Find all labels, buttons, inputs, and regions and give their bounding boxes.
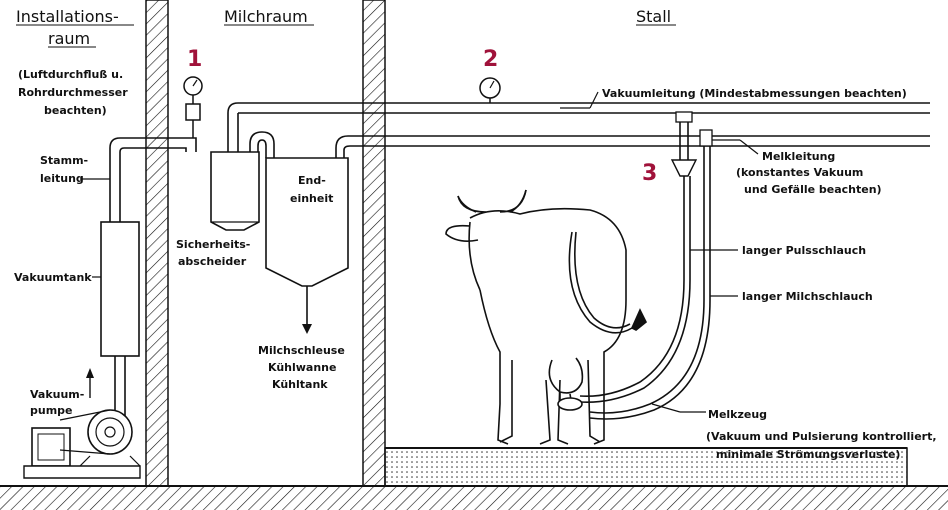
safety-separator	[210, 151, 260, 231]
label-melkzeug: Melkzeug (Vakuum und Pulsierung kontroll…	[706, 408, 937, 461]
vacuum-line-pipe	[227, 102, 930, 152]
vacuum-pump	[23, 368, 141, 479]
svg-text:(Vakuum und Pulsierung kontrol: (Vakuum und Pulsierung kontrolliert,	[706, 430, 937, 443]
vacuum-gauge-1	[183, 76, 203, 138]
svg-text:minimale Strömungsverluste): minimale Strömungsverluste)	[716, 448, 900, 461]
vacuum-drop	[670, 111, 698, 177]
wall-left	[145, 0, 169, 487]
long-pulse-hose	[579, 176, 685, 398]
svg-text:und Gefälle beachten): und Gefälle beachten)	[744, 183, 882, 196]
heading-installation: Installations- raum	[16, 7, 134, 48]
heading-stall: Stall	[636, 7, 676, 26]
svg-text:Installations-: Installations-	[16, 7, 119, 26]
svg-text:Sicherheits-: Sicherheits-	[176, 238, 250, 251]
label-milchschleuse: Milchschleuse Kühlwanne Kühltank	[258, 344, 345, 391]
svg-text:Milchschleuse: Milchschleuse	[258, 344, 345, 357]
label-stammleitung: Stamm- leitung	[40, 154, 88, 185]
vacuum-gauge-2	[479, 77, 501, 103]
svg-text:raum: raum	[48, 29, 90, 48]
label-luftdurchfluss: (Luftdurchfluß u. Rohrdurchmesser beacht…	[18, 68, 128, 117]
svg-text:(konstantes Vakuum: (konstantes Vakuum	[736, 166, 863, 179]
svg-text:(Luftdurchfluß u.: (Luftdurchfluß u.	[18, 68, 123, 81]
svg-text:beachten): beachten)	[44, 104, 107, 117]
milk-line-pipe	[335, 135, 930, 158]
label-vakuumtank: Vakuumtank	[14, 271, 92, 284]
label-vakuumleitung: Vakuumleitung (Mindestabmessungen beacht…	[602, 87, 907, 100]
svg-text:Melkzeug: Melkzeug	[708, 408, 767, 421]
svg-text:Kühltank: Kühltank	[272, 378, 328, 391]
svg-text:abscheider: abscheider	[178, 255, 247, 268]
cow-illustration	[445, 189, 648, 445]
svg-text:pumpe: pumpe	[30, 404, 73, 417]
label-endeinheit: End- einheit	[290, 174, 333, 205]
label-vakuumpumpe: Vakuum- pumpe	[30, 388, 84, 417]
label-pulsschlauch: langer Pulsschlauch	[742, 244, 866, 257]
svg-text:Kühlwanne: Kühlwanne	[268, 361, 336, 374]
marker-3: 3	[642, 161, 657, 186]
ground-hatch	[0, 486, 948, 510]
svg-text:Rohrdurchmesser: Rohrdurchmesser	[18, 86, 128, 99]
heading-milkroom: Milchraum	[224, 7, 314, 26]
svg-text:End-: End-	[298, 174, 326, 187]
stamm-leitung-pipe	[109, 137, 197, 222]
label-sicherheitsabscheider: Sicherheits- abscheider	[176, 238, 250, 268]
svg-text:Milchraum: Milchraum	[224, 7, 308, 26]
vacuum-tank	[100, 221, 140, 420]
label-melkleitung: Melkleitung (konstantes Vakuum und Gefäl…	[736, 150, 882, 196]
leader-lines	[80, 91, 759, 413]
long-milk-hose	[589, 146, 705, 414]
svg-text:leitung: leitung	[40, 172, 84, 185]
wall-right	[362, 0, 386, 487]
marker-1: 1	[187, 47, 202, 72]
end-unit	[265, 157, 349, 334]
svg-text:Vakuum-: Vakuum-	[30, 388, 84, 401]
svg-text:Stamm-: Stamm-	[40, 154, 88, 167]
label-milchschlauch: langer Milchschlauch	[742, 290, 873, 303]
svg-text:Melkleitung: Melkleitung	[762, 150, 835, 163]
milk-drop	[699, 129, 713, 147]
connector-loop	[249, 131, 275, 158]
svg-text:einheit: einheit	[290, 192, 333, 205]
svg-text:Stall: Stall	[636, 7, 671, 26]
stall-floor	[384, 447, 908, 487]
marker-2: 2	[483, 47, 498, 72]
